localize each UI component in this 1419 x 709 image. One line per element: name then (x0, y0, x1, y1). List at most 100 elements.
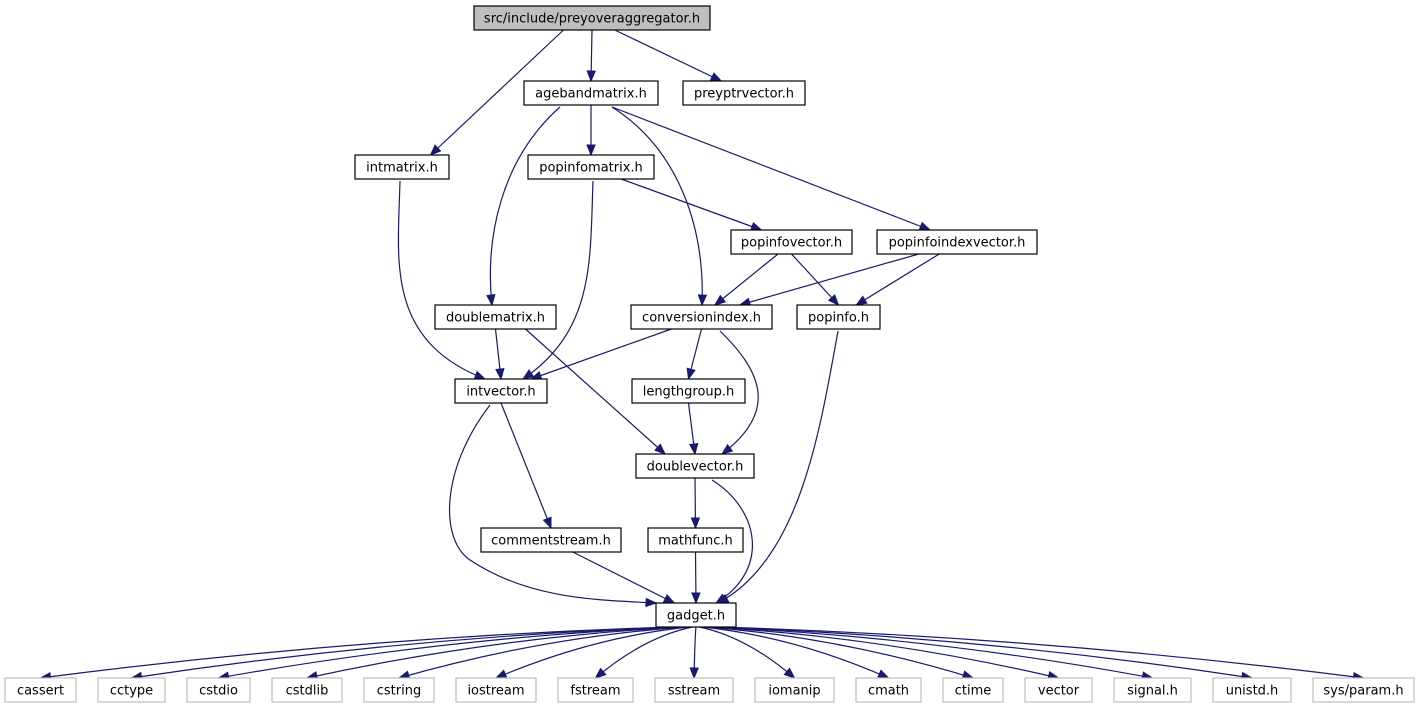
node-label-cstring: cstring (377, 684, 421, 699)
edge-popinfovector-to-popinfo (791, 253, 839, 306)
node-conversionindex[interactable]: conversionindex.h (630, 304, 773, 330)
node-label-fstream: fstream (570, 684, 620, 699)
node-cmath: cmath (855, 677, 922, 703)
node-box-iostream (455, 677, 537, 703)
node-label-conversionindex: conversionindex.h (642, 311, 761, 326)
nodes-layer: src/include/preyoveraggregator.h agebandm… (4, 5, 1415, 703)
arrowhead-intvector-to-gadget (645, 597, 658, 608)
node-cstdlib: cstdlib (271, 677, 343, 703)
node-ctime: ctime (942, 677, 1004, 703)
arrowhead-popinfovector-to-conversionindex (713, 294, 727, 306)
arrowhead-popinfoindexvector-to-popinfo (855, 295, 868, 306)
arrowhead-conversionindex-to-doublevector (720, 443, 734, 455)
edge-popinfoindexvector-to-popinfo (855, 253, 940, 306)
node-unistd: unistd.h (1212, 677, 1292, 703)
node-sstream: sstream (654, 677, 734, 703)
edge-root-to-intmatrix (430, 29, 564, 156)
node-label-doublematrix: doublematrix.h (446, 311, 545, 326)
node-label-popinfovector: popinfovector.h (741, 236, 842, 251)
node-mathfunc[interactable]: mathfunc.h (647, 527, 744, 553)
edge-conversionindex-to-doublevector (719, 330, 759, 455)
edge-root-to-preyptrvector (614, 29, 722, 82)
edge-popinfo-to-gadget (717, 330, 839, 604)
node-box-sstream (654, 677, 734, 703)
node-doublematrix[interactable]: doublematrix.h (434, 304, 557, 330)
arrowhead-gadget-to-cmath (876, 669, 890, 679)
edge-gadget-to-cmath (702, 626, 889, 679)
node-label-sysparam: sys/param.h (1323, 684, 1403, 699)
arrowhead-commentstream-to-gadget (662, 594, 676, 604)
node-box-cstring (363, 677, 435, 703)
edge-intvector-to-gadget (448, 404, 657, 604)
node-box-popinfomatrix (527, 154, 655, 180)
node-label-popinfo: popinfo.h (808, 311, 869, 326)
node-root[interactable]: src/include/preyoveraggregator.h (473, 5, 711, 31)
node-preyptrvector[interactable]: preyptrvector.h (682, 80, 806, 106)
node-box-root (473, 5, 711, 31)
node-box-intmatrix (354, 154, 450, 180)
arrowhead-doublematrix-to-intvector (495, 368, 505, 381)
edge-gadget-to-ctime (705, 626, 974, 679)
node-box-vector (1024, 677, 1093, 703)
arrowhead-agebandmatrix-to-popinfomatrix (586, 144, 596, 157)
node-box-cstdlib (271, 677, 343, 703)
node-agebandmatrix[interactable]: agebandmatrix.h (523, 80, 659, 106)
node-lengthgroup[interactable]: lengthgroup.h (631, 378, 746, 404)
edge-conversionindex-to-intvector (530, 328, 672, 380)
node-label-popinfomatrix: popinfomatrix.h (539, 161, 643, 176)
edge-gadget-to-signal (711, 626, 1153, 679)
node-doublevector[interactable]: doublevector.h (635, 453, 755, 479)
edge-gadget-to-cstdio (218, 626, 680, 679)
edge-popinfomatrix-to-intvector (522, 180, 594, 380)
arrowhead-mathfunc-to-gadget (691, 592, 701, 605)
edge-gadget-to-cstdlib (306, 626, 683, 679)
node-label-cmath: cmath (868, 684, 909, 699)
edge-doublematrix-to-doublevector (525, 328, 666, 455)
edge-doublevector-to-gadget (711, 479, 753, 604)
node-signal: signal.h (1113, 677, 1192, 703)
node-commentstream[interactable]: commentstream.h (480, 527, 622, 553)
edge-gadget-to-iomanip (699, 626, 795, 679)
node-box-iomanip (754, 677, 835, 703)
edge-intvector-to-commentstream (500, 402, 552, 529)
node-gadget[interactable]: gadget.h (655, 602, 737, 628)
node-intmatrix[interactable]: intmatrix.h (354, 154, 450, 180)
node-popinfovector[interactable]: popinfovector.h (730, 229, 853, 255)
edge-gadget-to-cstring (398, 626, 686, 679)
node-label-doublevector: doublevector.h (647, 460, 744, 475)
node-cassert: cassert (4, 677, 77, 703)
node-label-signal: signal.h (1127, 684, 1178, 699)
edge-gadget-to-vector (708, 626, 1059, 679)
edge-popinfomatrix-to-popinfovector (620, 178, 762, 231)
node-popinfo[interactable]: popinfo.h (796, 304, 881, 330)
node-label-cassert: cassert (17, 684, 64, 699)
node-iomanip: iomanip (754, 677, 835, 703)
node-label-iomanip: iomanip (768, 684, 820, 699)
node-label-vector: vector (1038, 684, 1080, 699)
arrowhead-intmatrix-to-intvector (473, 370, 487, 380)
edges-layer (39, 29, 1365, 682)
arrowhead-doublematrix-to-doublevector (654, 443, 667, 455)
node-box-doublematrix (434, 304, 557, 330)
node-popinfomatrix[interactable]: popinfomatrix.h (527, 154, 655, 180)
edge-popinfovector-to-conversionindex (714, 253, 779, 306)
arrowhead-popinfovector-to-popinfo (827, 294, 840, 306)
node-popinfoindexvector[interactable]: popinfoindexvector.h (876, 229, 1038, 255)
edge-gadget-to-cctype (131, 626, 677, 679)
arrowhead-agebandmatrix-to-doublematrix (486, 294, 496, 307)
node-box-fstream (557, 677, 634, 703)
node-cctype: cctype (97, 677, 166, 703)
arrowhead-agebandmatrix-to-conversionindex (697, 294, 708, 307)
edge-agebandmatrix-to-doublematrix (489, 106, 561, 306)
arrowhead-agebandmatrix-to-popinfoindexvector (918, 221, 932, 231)
node-vector: vector (1024, 677, 1093, 703)
node-cstdio: cstdio (186, 677, 251, 703)
node-box-commentstream (480, 527, 622, 553)
node-box-gadget (655, 602, 737, 628)
node-box-conversionindex (630, 304, 773, 330)
node-box-cmath (855, 677, 922, 703)
node-box-lengthgroup (631, 378, 746, 404)
arrowhead-popinfomatrix-to-popinfovector (749, 221, 763, 231)
node-intvector[interactable]: intvector.h (454, 378, 548, 404)
